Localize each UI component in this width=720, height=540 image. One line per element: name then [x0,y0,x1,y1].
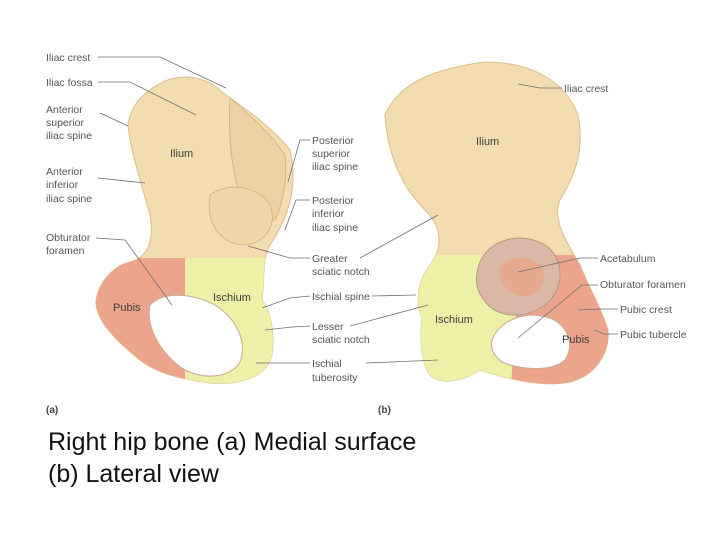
label-lesser-sciatic-line1: Lesser [312,321,344,333]
label-obturator-foramen-right: Obturator foramen [600,279,686,291]
label-obturator-line1: Obturator [46,232,91,244]
panel-label-a: (a) [46,405,58,416]
label-iliac-crest-right: Iliac crest [564,83,608,95]
region-pubis-left: Pubis [113,302,141,314]
panel-label-b: (b) [378,405,391,416]
region-ilium-left: Ilium [170,148,193,160]
label-aiis-line3: iliac spine [46,193,92,205]
label-pubic-tubercle: Pubic tubercle [620,329,687,341]
label-asis-line3: iliac spine [46,130,92,142]
label-obturator-line2: foramen [46,245,85,257]
label-aiis-line2: inferior [46,179,79,191]
medial-view-labels: Iliac crest Iliac fossa Anterior superio… [46,52,251,314]
leader-lines [95,56,618,364]
region-ischium-left: Ischium [213,292,251,304]
region-pubis-right: Pubis [562,334,590,346]
caption-line-2: (b) Lateral view [48,460,219,488]
label-tuberosity-line2: tuberosity [312,372,358,384]
label-tuberosity-line1: Ischial [312,358,342,370]
label-aiis-line1: Anterior [46,166,83,178]
label-asis-line1: Anterior [46,104,83,116]
obturator-foramen-left [148,294,243,377]
label-greater-sciatic-line2: sciatic notch [312,266,370,278]
obturator-foramen-right [490,314,570,369]
label-pubic-crest: Pubic crest [620,304,672,316]
label-ischial-spine: Ischial spine [312,291,370,303]
hip-bone-lateral-view [384,61,609,385]
label-piis-line2: inferior [312,208,345,220]
region-ischium-right: Ischium [435,314,473,326]
label-psis-line2: superior [312,148,350,160]
lateral-view-labels: Iliac crest Acetabulum Obturator foramen… [435,83,687,346]
middle-labels: Posterior superior iliac spine Posterior… [312,135,370,384]
hip-bone-medial-view [95,76,294,384]
figure-caption: Right hip bone (a) Medial surface (b) La… [48,426,688,490]
region-ilium-right: Ilium [476,136,499,148]
label-lesser-sciatic-line2: sciatic notch [312,334,370,346]
label-iliac-fossa: Iliac fossa [46,77,93,89]
label-greater-sciatic-line1: Greater [312,253,348,265]
label-piis-line1: Posterior [312,195,355,207]
label-iliac-crest-left: Iliac crest [46,52,90,64]
hip-bone-illustration: Iliac crest Iliac fossa Anterior superio… [46,52,687,416]
label-psis-line3: iliac spine [312,161,358,173]
label-asis-line2: superior [46,117,84,129]
label-acetabulum: Acetabulum [600,253,656,265]
caption-line-1: Right hip bone (a) Medial surface [48,428,417,456]
label-piis-line3: iliac spine [312,222,358,234]
label-psis-line1: Posterior [312,135,355,147]
